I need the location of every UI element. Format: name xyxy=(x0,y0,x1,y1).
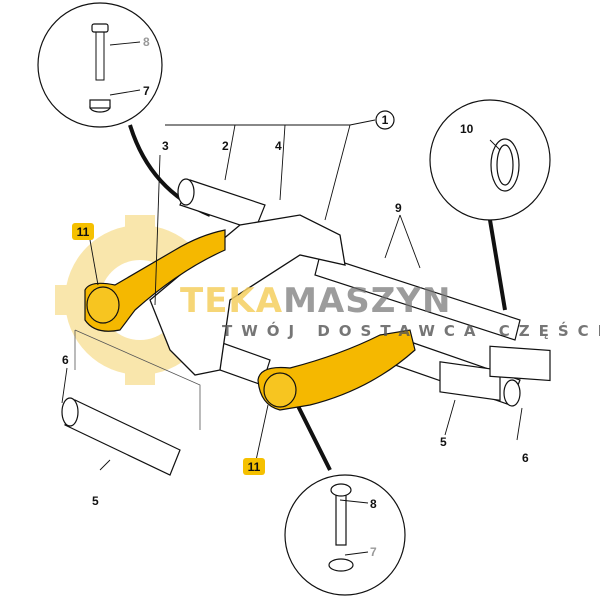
callout-3: 3 xyxy=(162,139,169,153)
callout-6-left: 6 xyxy=(62,353,69,367)
callout-11-bottom: 11 xyxy=(248,460,261,474)
callout-10: 10 xyxy=(460,122,474,136)
callout-2: 2 xyxy=(222,139,229,153)
callout-6-right: 6 xyxy=(522,451,529,465)
callout-8-bottom: 8 xyxy=(370,497,377,511)
detail-circle-bottom xyxy=(284,474,406,596)
shims xyxy=(439,345,551,401)
callout-7-bottom: 7 xyxy=(370,545,377,559)
callout-5-right: 5 xyxy=(440,435,447,449)
leader-line xyxy=(488,219,507,311)
callout-leaders xyxy=(61,41,523,556)
detail-circle-top-left xyxy=(37,2,163,128)
group-outline xyxy=(74,329,201,430)
watermark-brand: TEKAMASZYN xyxy=(180,281,451,321)
callout-11-bottom-bg xyxy=(243,458,265,475)
callout-5-left: 5 xyxy=(92,494,99,508)
link-arm-highlighted xyxy=(84,229,416,411)
detail-circle-top-right xyxy=(429,99,551,221)
callout-11-top: 11 xyxy=(77,225,90,239)
main-frame xyxy=(149,214,346,376)
callout-8-top: 8 xyxy=(143,35,150,49)
watermark-tagline: TWÓJ DOSTAWCA CZĘŚCI xyxy=(222,321,600,340)
callout-4: 4 xyxy=(275,139,282,153)
callout-1: 1 xyxy=(382,113,389,127)
callout-11-top-bg xyxy=(72,223,94,240)
callout-9: 9 xyxy=(395,201,402,215)
callout-7-top: 7 xyxy=(143,84,150,98)
callout-1-circle xyxy=(375,110,395,130)
